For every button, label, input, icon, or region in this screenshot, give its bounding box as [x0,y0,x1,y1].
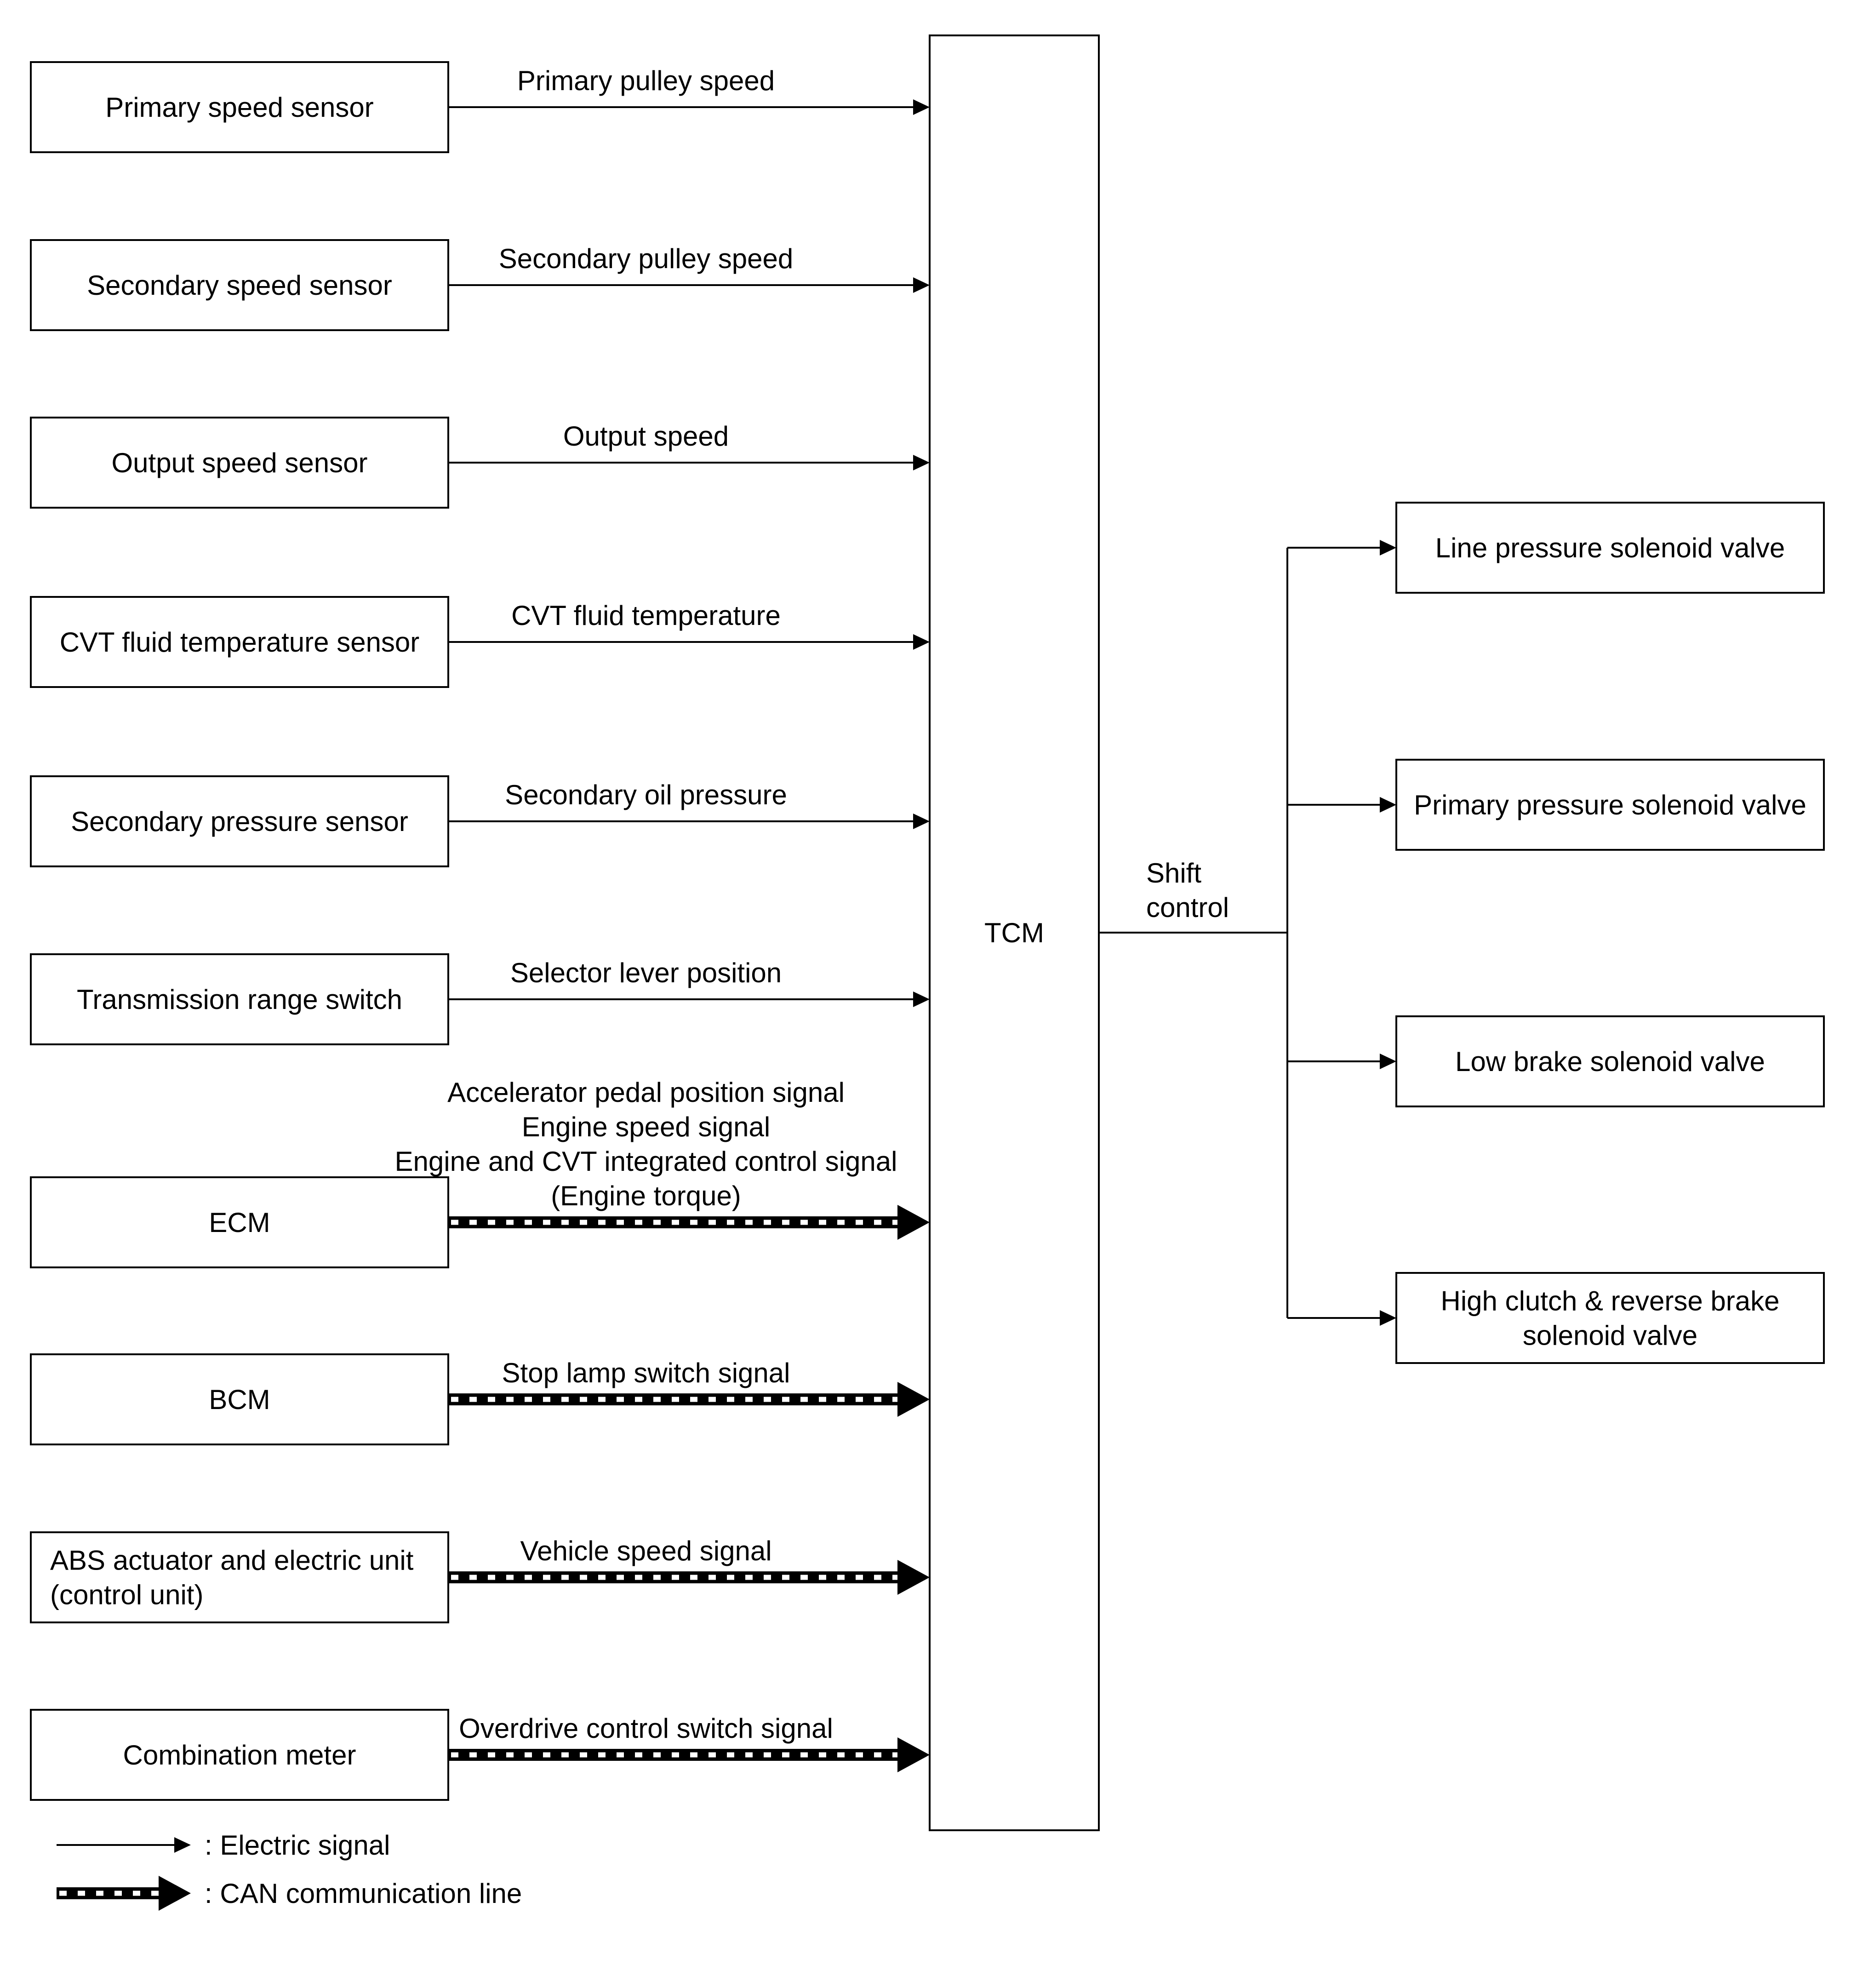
accelerator-pedal-position-signal-can-arrow [448,1205,930,1240]
selector-lever-position-arrow [448,991,930,1007]
cvt-fluid-temperature-label-line: CVT fluid temperature [511,600,781,631]
secondary-pressure-sensor-label: Secondary pressure sensor [71,806,408,837]
primary-speed-sensor-label: Primary speed sensor [105,92,374,123]
output-speed-sensor-label-line: Output speed sensor [111,447,367,478]
high-clutch-reverse-brake-solenoid-valve-arrow [1287,1310,1396,1326]
secondary-speed-sensor-label: Secondary speed sensor [87,270,392,301]
output-speed-arrow [448,455,930,470]
accelerator-pedal-position-signal-label-line: (Engine torque) [551,1180,741,1211]
accelerator-pedal-position-signal-label-line: Accelerator pedal position signal [447,1077,845,1108]
high-clutch-reverse-brake-solenoid-valve-box [1395,1272,1825,1364]
transmission-range-switch-box [30,953,449,1045]
vehicle-speed-signal-can-arrow [448,1560,930,1595]
secondary-oil-pressure-arrow [448,814,930,829]
vehicle-speed-signal-label-line: Vehicle speed signal [520,1535,771,1566]
bcm-label-line: BCM [209,1384,270,1415]
secondary-pulley-speed-arrow [448,277,930,293]
shift-control-label-line: Shift [1146,858,1201,888]
cvt-fluid-temperature-sensor-box [30,596,449,688]
stop-lamp-switch-signal-can-arrow [448,1382,930,1417]
overdrive-control-switch-signal-can-arrow [448,1737,930,1772]
stop-lamp-switch-signal-label-line: Stop lamp switch signal [502,1358,790,1388]
abs-actuator-and-electric-unit-label-line: (control unit) [50,1580,203,1610]
primary-pressure-solenoid-valve-box [1395,759,1825,851]
primary-speed-sensor-box [30,61,449,153]
abs-actuator-and-electric-unit-label: ABS actuator and electric unit (control u… [50,1545,414,1610]
primary-speed-sensor-label-line: Primary speed sensor [105,92,374,123]
tcm-label: TCM [984,917,1044,948]
vehicle-speed-signal-label: Vehicle speed signal [520,1535,771,1566]
cvt-fluid-temperature-arrow [448,634,930,650]
secondary-pressure-sensor-label-line: Secondary pressure sensor [71,806,408,837]
high-clutch-reverse-brake-solenoid-valve-label-line: High clutch & reverse brake [1441,1286,1780,1317]
tcm-box [929,34,1100,1831]
line-pressure-solenoid-valve-label: Line pressure solenoid valve [1435,533,1785,563]
tcm-label-line: TCM [984,917,1044,948]
primary-pulley-speed-label-line: Primary pulley speed [517,65,775,96]
combination-meter-label-line: Combination meter [123,1740,356,1770]
line-pressure-solenoid-valve-box [1395,502,1825,594]
ecm-label: ECM [209,1207,270,1238]
legend-electric-label: : Electric signal [205,1830,390,1861]
high-clutch-reverse-brake-solenoid-valve-label-line: solenoid valve [1523,1320,1697,1351]
line-pressure-solenoid-valve-label-line: Line pressure solenoid valve [1435,533,1785,563]
overdrive-control-switch-signal-label-line: Overdrive control switch signal [459,1713,833,1744]
legend-can-label-line: : CAN communication line [205,1878,522,1909]
low-brake-solenoid-valve-arrow [1287,1054,1396,1069]
output-speed-sensor-box [30,417,449,509]
primary-pressure-solenoid-valve-label: Primary pressure solenoid valve [1414,790,1806,820]
secondary-pulley-speed-label-line: Secondary pulley speed [499,243,793,274]
stop-lamp-switch-signal-label: Stop lamp switch signal [502,1358,790,1388]
output-speed-label: Output speed [563,421,729,452]
low-brake-solenoid-valve-label-line: Low brake solenoid valve [1455,1046,1765,1077]
abs-actuator-and-electric-unit-box [30,1531,449,1623]
shift-control-label: Shift control [1146,858,1229,923]
cvt-fluid-temperature-sensor-label: CVT fluid temperature sensor [60,627,420,658]
secondary-oil-pressure-label: Secondary oil pressure [505,779,787,810]
selector-lever-position-label-line: Selector lever position [510,957,782,988]
selector-lever-position-label: Selector lever position [510,957,782,988]
accelerator-pedal-position-signal-label-line: Engine and CVT integrated control signal [395,1146,897,1177]
legend-electric-label-line: : Electric signal [205,1830,390,1861]
primary-pulley-speed-label: Primary pulley speed [517,65,775,96]
legend-can-arrow [57,1876,191,1911]
secondary-pulley-speed-label: Secondary pulley speed [499,243,793,274]
transmission-range-switch-label: Transmission range switch [77,984,402,1015]
line-pressure-solenoid-valve-arrow [1287,540,1396,556]
primary-pressure-solenoid-valve-label-line: Primary pressure solenoid valve [1414,790,1806,820]
transmission-range-switch-label-line: Transmission range switch [77,984,402,1015]
cvt-fluid-temperature-sensor-label-line: CVT fluid temperature sensor [60,627,420,658]
bcm-box [30,1353,449,1445]
legend-can-label: : CAN communication line [205,1878,522,1909]
legend-electric-arrow [57,1837,191,1853]
overdrive-control-switch-signal-label: Overdrive control switch signal [459,1713,833,1744]
secondary-speed-sensor-label-line: Secondary speed sensor [87,270,392,301]
combination-meter-box [30,1709,449,1801]
secondary-speed-sensor-box [30,239,449,331]
secondary-oil-pressure-label-line: Secondary oil pressure [505,779,787,810]
low-brake-solenoid-valve-box [1395,1015,1825,1107]
shift-control-label-line: control [1146,892,1229,923]
accelerator-pedal-position-signal-label-line: Engine speed signal [522,1111,770,1142]
ecm-box [30,1176,449,1268]
low-brake-solenoid-valve-label: Low brake solenoid valve [1455,1046,1765,1077]
bcm-label: BCM [209,1384,270,1415]
primary-pulley-speed-arrow [448,99,930,115]
secondary-pressure-sensor-box [30,775,449,867]
primary-pressure-solenoid-valve-arrow [1287,797,1396,813]
abs-actuator-and-electric-unit-label-line: ABS actuator and electric unit [50,1545,414,1576]
combination-meter-label: Combination meter [123,1740,356,1770]
output-speed-sensor-label: Output speed sensor [111,447,367,478]
output-speed-label-line: Output speed [563,421,729,452]
cvt-fluid-temperature-label: CVT fluid temperature [511,600,781,631]
ecm-label-line: ECM [209,1207,270,1238]
